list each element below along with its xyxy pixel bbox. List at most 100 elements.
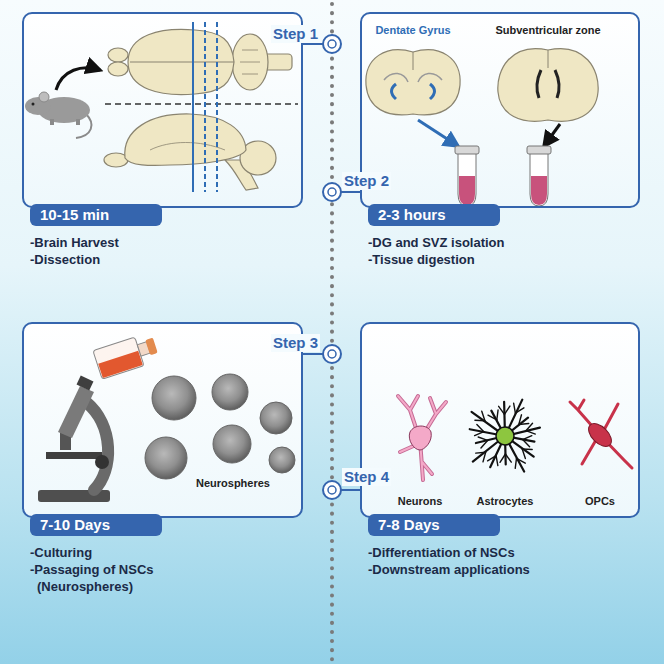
bullet-list: -Brain Harvest-Dissection	[30, 234, 290, 268]
cell-label: Astrocytes	[477, 494, 534, 508]
section-lines	[193, 22, 217, 192]
step-panel: -Brain Harvest-Dissection10-15 min	[22, 12, 303, 208]
astrocyte	[516, 458, 525, 463]
timeline	[302, 4, 361, 662]
astrocyte	[476, 451, 486, 453]
dg-arrow	[418, 120, 458, 146]
astrocyte	[478, 437, 487, 440]
step-bullet: -Brain Harvest	[30, 234, 290, 251]
step-label: Step 2	[342, 172, 391, 190]
opc	[570, 400, 632, 468]
step-connector	[302, 353, 323, 355]
step-connector	[302, 44, 361, 490]
brain-sagittal	[150, 143, 225, 151]
step-panel: -DG and SVZ isolation-Tissue digestion2-…	[360, 12, 640, 208]
astrocyte	[523, 436, 532, 440]
region-label: Dentate Gyrus	[375, 23, 450, 37]
bullet-list: -Differentiation of NSCs-Downstream appl…	[368, 544, 628, 578]
astrocyte	[514, 403, 516, 413]
panel-fill	[361, 13, 639, 207]
astrocyte	[526, 423, 533, 431]
step-bullet: -Differentiation of NSCs	[368, 544, 628, 561]
tube	[455, 146, 479, 154]
opc	[584, 419, 615, 450]
mouse	[32, 103, 35, 106]
microscope	[77, 376, 94, 391]
coronal-section-dg	[366, 50, 460, 115]
astrocyte	[505, 454, 511, 462]
astrocyte	[488, 456, 497, 461]
duration-text: 10-15 min	[40, 206, 109, 223]
neurosphere	[269, 447, 295, 473]
neurosphere	[213, 425, 251, 463]
neuron	[398, 396, 446, 480]
brain-dorsal	[108, 62, 128, 76]
step-marker	[328, 40, 336, 48]
step-bullet: -Dissection	[30, 251, 290, 268]
step-marker	[328, 350, 336, 358]
duration-tab: 10-15 min	[30, 204, 162, 226]
brain-sagittal	[104, 114, 276, 190]
bullet-list: -DG and SVZ isolation-Tissue digestion	[368, 234, 628, 268]
brain-dorsal	[240, 50, 260, 74]
svz-arrow	[544, 124, 560, 146]
neurosphere	[152, 376, 196, 420]
tube	[530, 152, 548, 206]
astrocyte	[515, 408, 524, 413]
coronal-section-svz	[537, 70, 559, 98]
tube	[458, 152, 476, 206]
step-connector	[302, 43, 323, 45]
step-marker	[323, 35, 341, 499]
astrocyte	[482, 411, 485, 420]
step-marker	[323, 345, 341, 363]
astrocyte	[515, 458, 516, 468]
astrocyte	[519, 415, 522, 425]
neuron	[398, 396, 446, 480]
astrocyte	[496, 427, 514, 445]
brain-dorsal	[108, 48, 128, 62]
astrocyte	[523, 440, 530, 447]
tube	[455, 146, 551, 206]
opc	[570, 400, 632, 468]
neuron	[409, 426, 431, 450]
duration-tab: 7-10 Days	[30, 514, 162, 536]
astrocyte	[497, 410, 498, 420]
microscope	[46, 452, 102, 459]
tube	[459, 176, 475, 205]
astrocyte	[481, 440, 488, 448]
neurosphere	[260, 402, 292, 434]
duration-tab: 7-8 Days	[368, 514, 500, 536]
astrocyte	[483, 452, 486, 462]
harvest-arrow	[56, 68, 100, 90]
duration-text: 7-8 Days	[378, 516, 440, 533]
astrocyte	[475, 420, 485, 422]
astrocyte	[488, 415, 497, 420]
coronal-section-dg	[366, 50, 460, 115]
plane-line	[105, 103, 298, 105]
microscope	[38, 376, 110, 502]
culture-flask	[93, 337, 144, 379]
mouse	[25, 92, 91, 138]
tube	[527, 146, 551, 154]
cell-label: OPCs	[585, 494, 615, 508]
astrocyte	[519, 423, 529, 425]
bullet-list: -Culturing-Passaging of NSCs (Neurospher…	[30, 544, 180, 595]
mouse	[50, 119, 54, 125]
microscope	[95, 455, 109, 469]
step-marker	[328, 188, 336, 196]
structure-label: Neurospheres	[196, 476, 270, 490]
astrocyte	[477, 425, 484, 432]
neurosphere	[145, 374, 295, 479]
step-marker	[323, 183, 341, 201]
astrocyte	[500, 454, 505, 462]
culture-flask	[93, 332, 160, 379]
duration-text: 2-3 hours	[378, 206, 446, 223]
step-label: Step 4	[342, 468, 391, 486]
neurosphere	[212, 374, 248, 410]
step-marker	[323, 481, 341, 499]
step-connector	[341, 191, 361, 193]
cell-label: Neurons	[398, 494, 443, 508]
astrocyte	[522, 448, 532, 450]
mouse	[39, 92, 49, 102]
mouse	[76, 119, 80, 125]
